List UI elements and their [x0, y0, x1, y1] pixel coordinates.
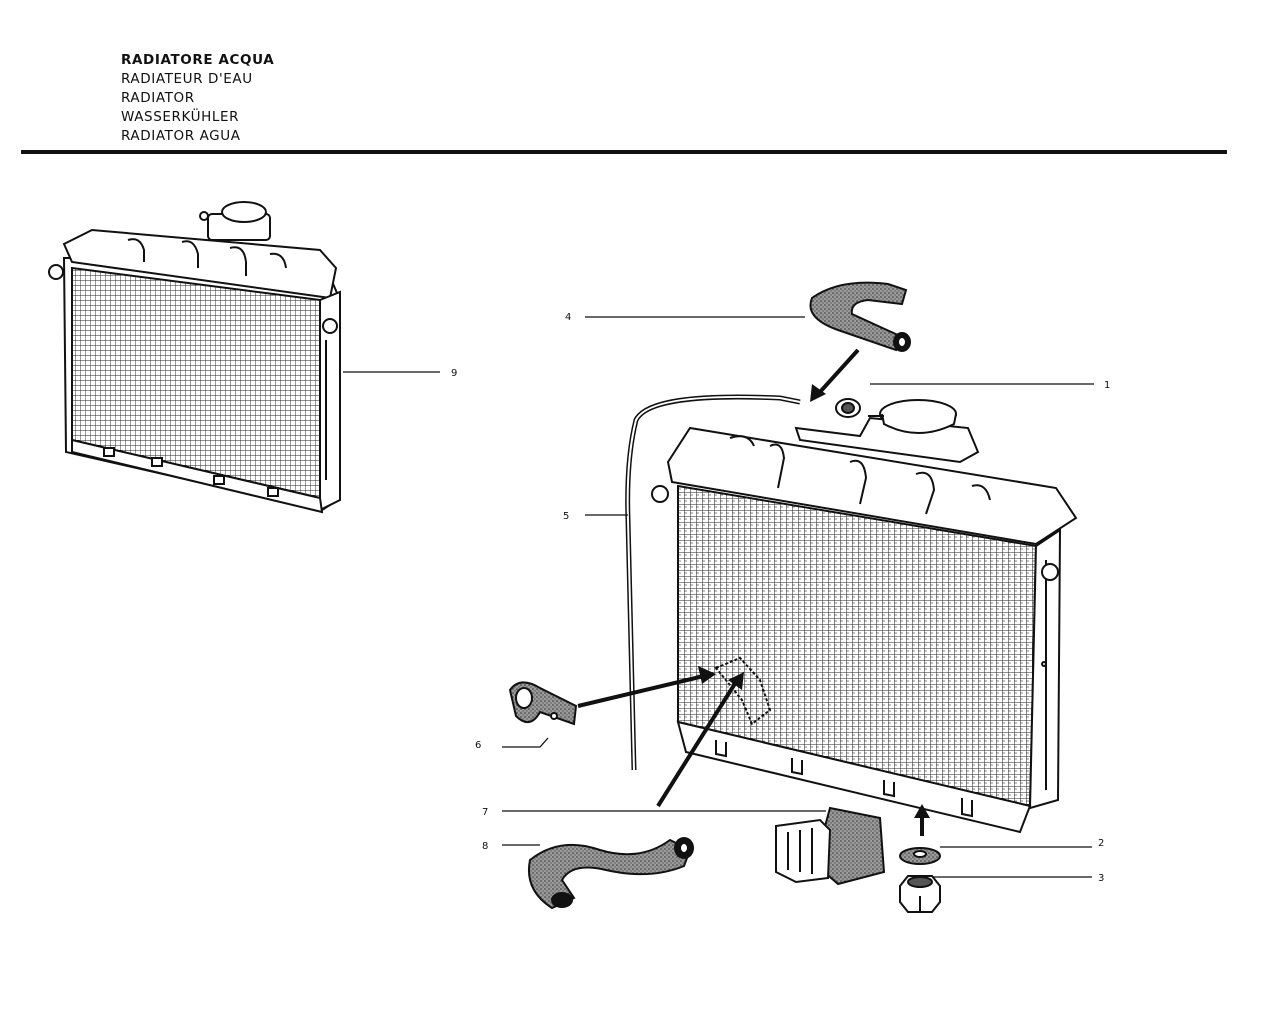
- arrow-clip-to-radiator: [577, 674, 705, 708]
- mounting-rubber: [775, 806, 886, 886]
- title-french: RADIATEUR D'EAU: [121, 71, 253, 87]
- callout-5: 5: [563, 511, 569, 522]
- title-english: RADIATOR: [121, 90, 195, 106]
- title-block: RADIATORE ACQUA RADIATEUR D'EAU RADIATOR…: [121, 51, 274, 146]
- arrow-head-clip: [698, 666, 716, 684]
- pipe-clip: [508, 681, 578, 726]
- callout-7: 7: [482, 807, 488, 818]
- arrow-head-mount: [728, 672, 744, 690]
- title-spanish: RADIATOR AGUA: [121, 128, 241, 144]
- title-italian: RADIATORE ACQUA: [121, 52, 275, 68]
- radiator-cap: [835, 398, 957, 434]
- callout-1: 1: [1104, 380, 1110, 391]
- arrow-mount-to-radiator: [656, 680, 738, 808]
- upper-hose: [809, 281, 911, 352]
- callout-4: 4: [565, 312, 571, 323]
- drain-plug: [899, 875, 941, 913]
- leader-line-6: [502, 737, 549, 748]
- drain-washer: [899, 847, 941, 865]
- arrow-head-inlet: [810, 384, 826, 402]
- header-rule: [21, 150, 1227, 154]
- radiator-assembly-small: [48, 201, 342, 514]
- arrow-head-drain: [914, 804, 930, 818]
- overflow-pipe-inner: [626, 395, 801, 771]
- callout-2: 2: [1098, 838, 1104, 849]
- title-german: WASSERKÜHLER: [121, 109, 240, 125]
- arrow-hose-to-inlet: [818, 348, 860, 394]
- callout-6: 6: [475, 740, 481, 751]
- radiator-assembly-large: [651, 416, 1078, 834]
- callout-9: 9: [451, 368, 457, 379]
- lower-hose: [528, 837, 694, 910]
- callout-8: 8: [482, 841, 488, 852]
- callout-3: 3: [1098, 873, 1104, 884]
